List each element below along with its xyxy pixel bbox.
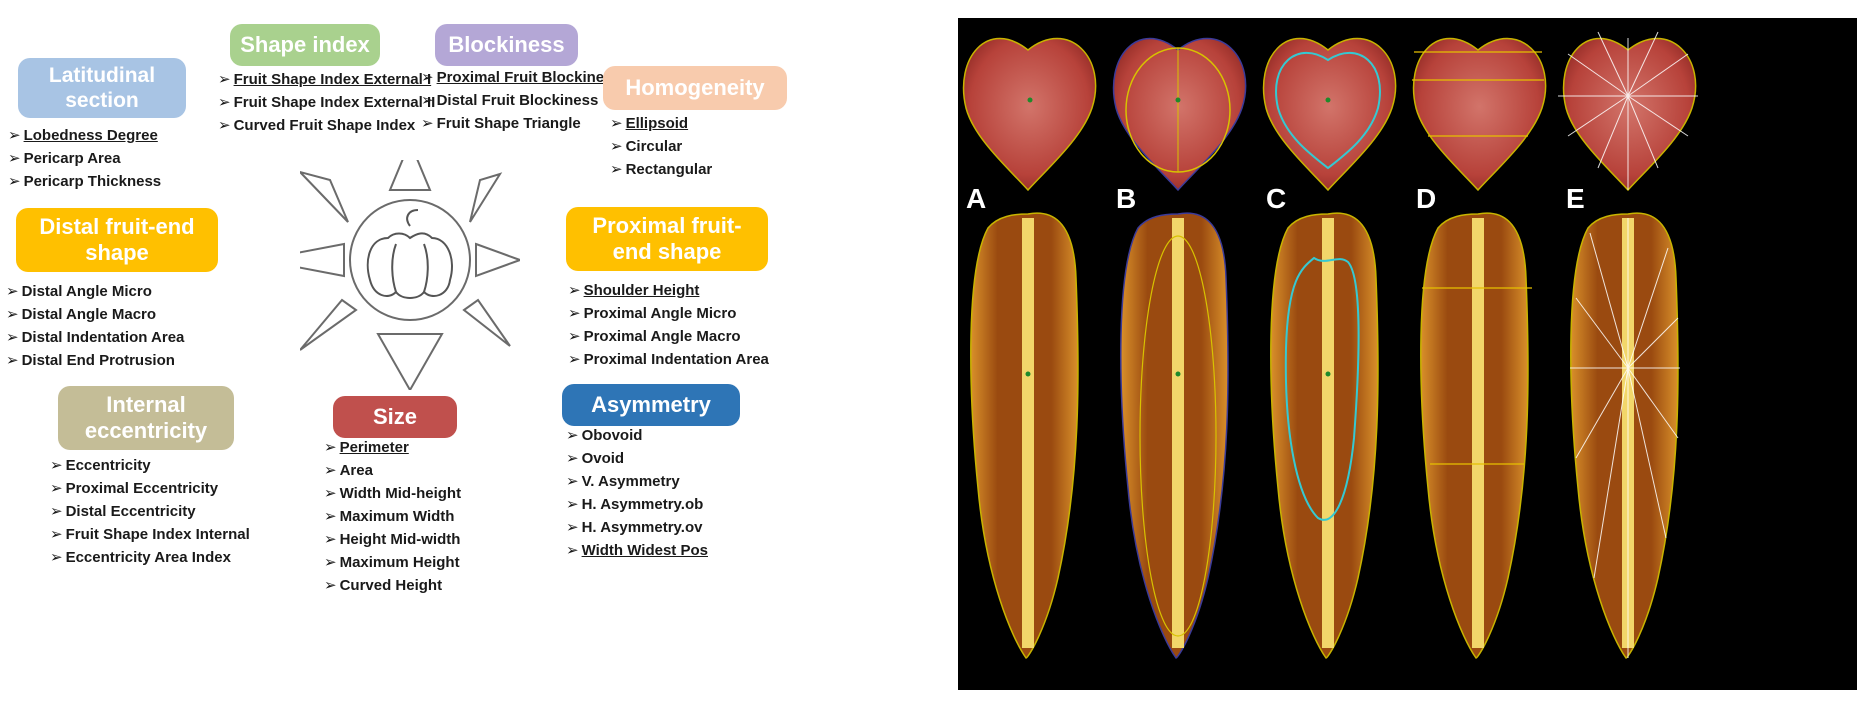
sun-ray-top	[388, 160, 432, 191]
list-item: Distal Angle Micro	[6, 280, 184, 303]
category-size: Size	[333, 396, 457, 438]
list-item: Fruit Shape Index External II	[218, 91, 436, 114]
list-item: Distal Eccentricity	[50, 500, 250, 523]
category-homogeneity: Homogeneity	[603, 66, 787, 110]
list-item: Curved Height	[324, 574, 461, 597]
list-item: Eccentricity	[50, 454, 250, 477]
list-item: Proximal Angle Micro	[568, 302, 769, 325]
category-shape-index: Shape index	[230, 24, 380, 66]
blockiness-list: Proximal Fruit Blockiness Distal Fruit B…	[421, 66, 621, 135]
list-item: Ellipsoid	[610, 112, 712, 135]
list-item: V. Asymmetry	[566, 470, 708, 493]
proximal-fruit-end-shape-list: Shoulder Height Proximal Angle Micro Pro…	[568, 279, 769, 371]
list-item: Distal End Protrusion	[6, 349, 184, 372]
panel-b: B	[1108, 18, 1248, 690]
category-latitudinal-section: Latitudinal section	[18, 58, 186, 118]
list-item: Pericarp Thickness	[8, 170, 162, 193]
panel-a: A	[958, 18, 1098, 690]
internal-eccentricity-list: Eccentricity Proximal Eccentricity Dista…	[50, 454, 250, 569]
list-item: Proximal Indentation Area	[568, 348, 769, 371]
panel-e: E	[1558, 18, 1698, 690]
size-list: Perimeter Area Width Mid-height Maximum …	[324, 436, 462, 597]
list-item: Curved Fruit Shape Index	[218, 114, 435, 137]
list-item: Fruit Shape Index External I	[218, 68, 435, 91]
list-item: Circular	[610, 135, 712, 158]
list-item: Area	[324, 459, 461, 482]
list-item: Pericarp Area	[8, 147, 161, 170]
list-item: Ovoid	[566, 447, 708, 470]
sun-ray-right	[475, 242, 520, 278]
list-item: H. Asymmetry.ob	[566, 493, 708, 516]
list-item: Fruit Shape Triangle	[421, 112, 621, 135]
panel-label-c: C	[1266, 183, 1286, 214]
sun-ray-bottom-right	[462, 298, 511, 347]
list-item: Fruit Shape Index Internal	[50, 523, 250, 546]
sun-diagram	[300, 160, 520, 390]
panel-d: D	[1408, 18, 1548, 690]
asymmetry-list: Obovoid Ovoid V. Asymmetry H. Asymmetry.…	[566, 424, 708, 562]
list-item: Rectangular	[610, 158, 713, 181]
panel-c: C	[1258, 18, 1398, 690]
category-distal-fruit-end-shape: Distal fruit-end shape	[16, 208, 218, 272]
sun-circle	[349, 199, 471, 321]
list-item: Height Mid-width	[324, 528, 461, 551]
category-internal-eccentricity: Internal eccentricity	[58, 386, 234, 450]
sun-ray-bottom-left	[300, 298, 358, 351]
panel-label-e: E	[1566, 183, 1585, 214]
list-item: Maximum Width	[324, 505, 461, 528]
list-item: Obovoid	[566, 424, 708, 447]
category-asymmetry: Asymmetry	[562, 384, 740, 426]
list-item: Width Mid-height	[324, 482, 462, 505]
list-item: Proximal Fruit Blockiness	[421, 66, 621, 89]
homogeneity-list: Ellipsoid Circular Rectangular	[610, 112, 713, 181]
sun-ray-top-right	[469, 172, 503, 223]
sun-ray-left	[300, 242, 345, 278]
list-item: Distal Fruit Blockiness	[421, 89, 621, 112]
distal-fruit-end-shape-list: Distal Angle Micro Distal Angle Macro Di…	[6, 280, 185, 372]
pepper-icon	[366, 209, 453, 299]
list-item: Perimeter	[324, 436, 461, 459]
latitudinal-section-list: Lobedness Degree Pericarp Area Pericarp …	[8, 124, 162, 193]
shape-index-list: Fruit Shape Index External I Fruit Shape…	[218, 68, 436, 137]
panel-label-a: A	[966, 183, 986, 214]
list-item: Width Widest Pos	[566, 539, 708, 562]
category-blockiness: Blockiness	[435, 24, 578, 66]
list-item: Distal Angle Macro	[6, 303, 184, 326]
sun-ray-top-left	[300, 170, 349, 223]
panel-label-d: D	[1416, 183, 1436, 214]
list-item: Distal Indentation Area	[6, 326, 185, 349]
category-proximal-fruit-end-shape: Proximal fruit-end shape	[566, 207, 768, 271]
pepper-photo-panels: A B C D	[958, 18, 1857, 690]
list-item: Shoulder Height	[568, 279, 769, 302]
list-item: Maximum Height	[324, 551, 461, 574]
list-item: Proximal Eccentricity	[50, 477, 250, 500]
list-item: Lobedness Degree	[8, 124, 161, 147]
sun-ray-bottom	[376, 333, 444, 390]
panel-label-b: B	[1116, 183, 1136, 214]
list-item: H. Asymmetry.ov	[566, 516, 708, 539]
list-item: Eccentricity Area Index	[50, 546, 250, 569]
list-item: Proximal Angle Macro	[568, 325, 769, 348]
